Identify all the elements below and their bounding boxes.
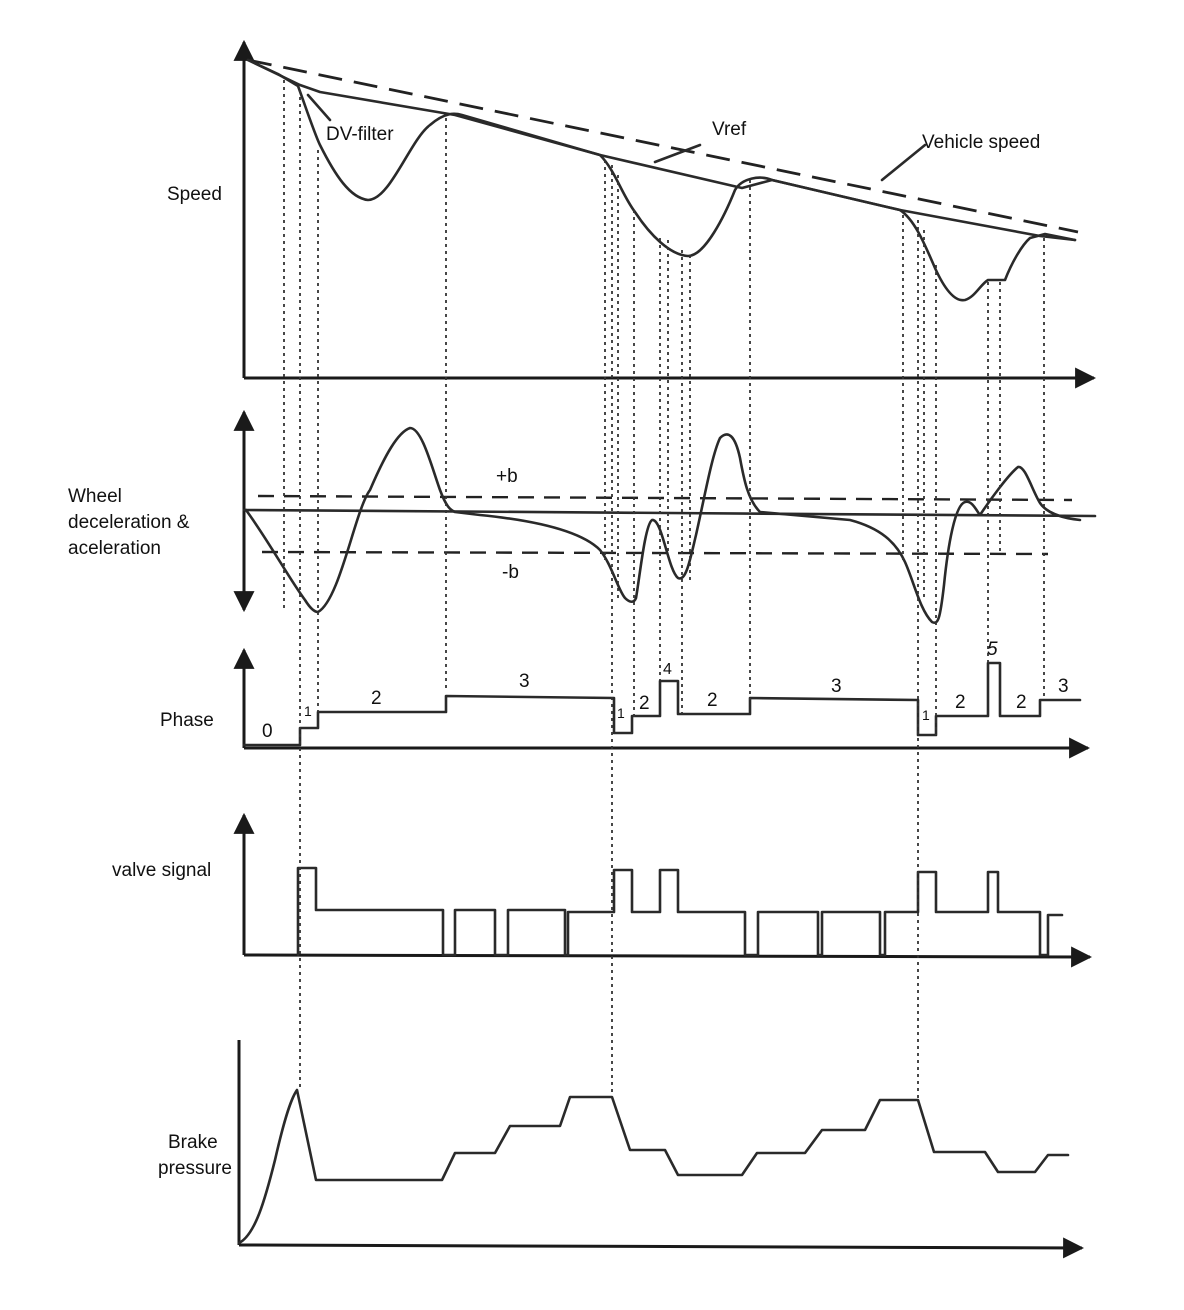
- brake-pressure-label-line1: Brake: [168, 1132, 218, 1153]
- event-drop-lines: [283, 80, 1045, 1100]
- valve-x-axis: [243, 946, 1093, 968]
- brake-pressure-label-line2: pressure: [158, 1158, 232, 1179]
- phase-axis-label: Phase: [160, 710, 214, 731]
- wheel-accel-label-line3: aceleration: [68, 538, 161, 559]
- wheel-accel-label-line2: deceleration &: [68, 512, 190, 533]
- minus-b-label: -b: [502, 562, 519, 583]
- phase-label: 2: [707, 690, 718, 711]
- phase-label: 5: [987, 639, 998, 660]
- phase-panel: 0 1 2 3 1 2 4 2 3 1 2 5 2 3 Phase: [160, 639, 1091, 759]
- phase-label: 1: [617, 705, 625, 721]
- phase-label: 1: [304, 703, 312, 719]
- dv-filter-leader-line: [306, 93, 332, 122]
- valve-signal-label: valve signal: [112, 860, 211, 881]
- wheel-accel-label-line1: Wheel: [68, 486, 122, 507]
- brake-pressure-panel: Brake pressure: [158, 1040, 1085, 1259]
- brake-pressure-trace: [237, 1088, 1070, 1245]
- minus-b-threshold: [261, 550, 1049, 556]
- vref-line: [246, 58, 1077, 242]
- dv-filter-label: DV-filter: [326, 124, 394, 145]
- valve-signal-trace: [296, 866, 1064, 957]
- phase-label: 2: [1016, 692, 1027, 713]
- phase-label: 2: [639, 693, 650, 714]
- phase-step-trace: [242, 661, 1082, 747]
- vehicle-speed-label: Vehicle speed: [922, 132, 1040, 153]
- phase-label: 2: [371, 688, 382, 709]
- phase-number-labels: 0 1 2 3 1 2 4 2 3 1 2 5 2 3: [262, 639, 1069, 742]
- vehicle-speed-line: [247, 58, 1079, 234]
- vehicle-speed-leader-line: [880, 143, 927, 182]
- vref-leader-line: [653, 143, 702, 164]
- phase-label: 3: [519, 671, 530, 692]
- plus-b-label: +b: [496, 466, 518, 487]
- wheel-speed-curve: [246, 58, 1077, 302]
- speed-label: Speed: [167, 184, 222, 205]
- phase-label: 0: [262, 721, 273, 742]
- wheel-acceleration-panel: Wheel deceleration & aceleration +b -b: [68, 409, 1097, 624]
- speed-panel: Speed DV-filter Vref Vehicle speed: [167, 39, 1097, 389]
- phase-label: 3: [831, 676, 842, 697]
- vref-label: Vref: [712, 119, 747, 140]
- phase-label: 1: [922, 707, 930, 723]
- pressure-x-axis: [238, 1237, 1085, 1259]
- phase-label: 4: [663, 661, 672, 678]
- wheel-acceleration-curve: [244, 426, 1082, 624]
- plus-b-threshold: [257, 494, 1073, 502]
- phase-label: 3: [1058, 676, 1069, 697]
- valve-signal-panel: valve signal: [112, 812, 1093, 968]
- phase-label: 2: [955, 692, 966, 713]
- accel-zero-line: [242, 508, 1097, 518]
